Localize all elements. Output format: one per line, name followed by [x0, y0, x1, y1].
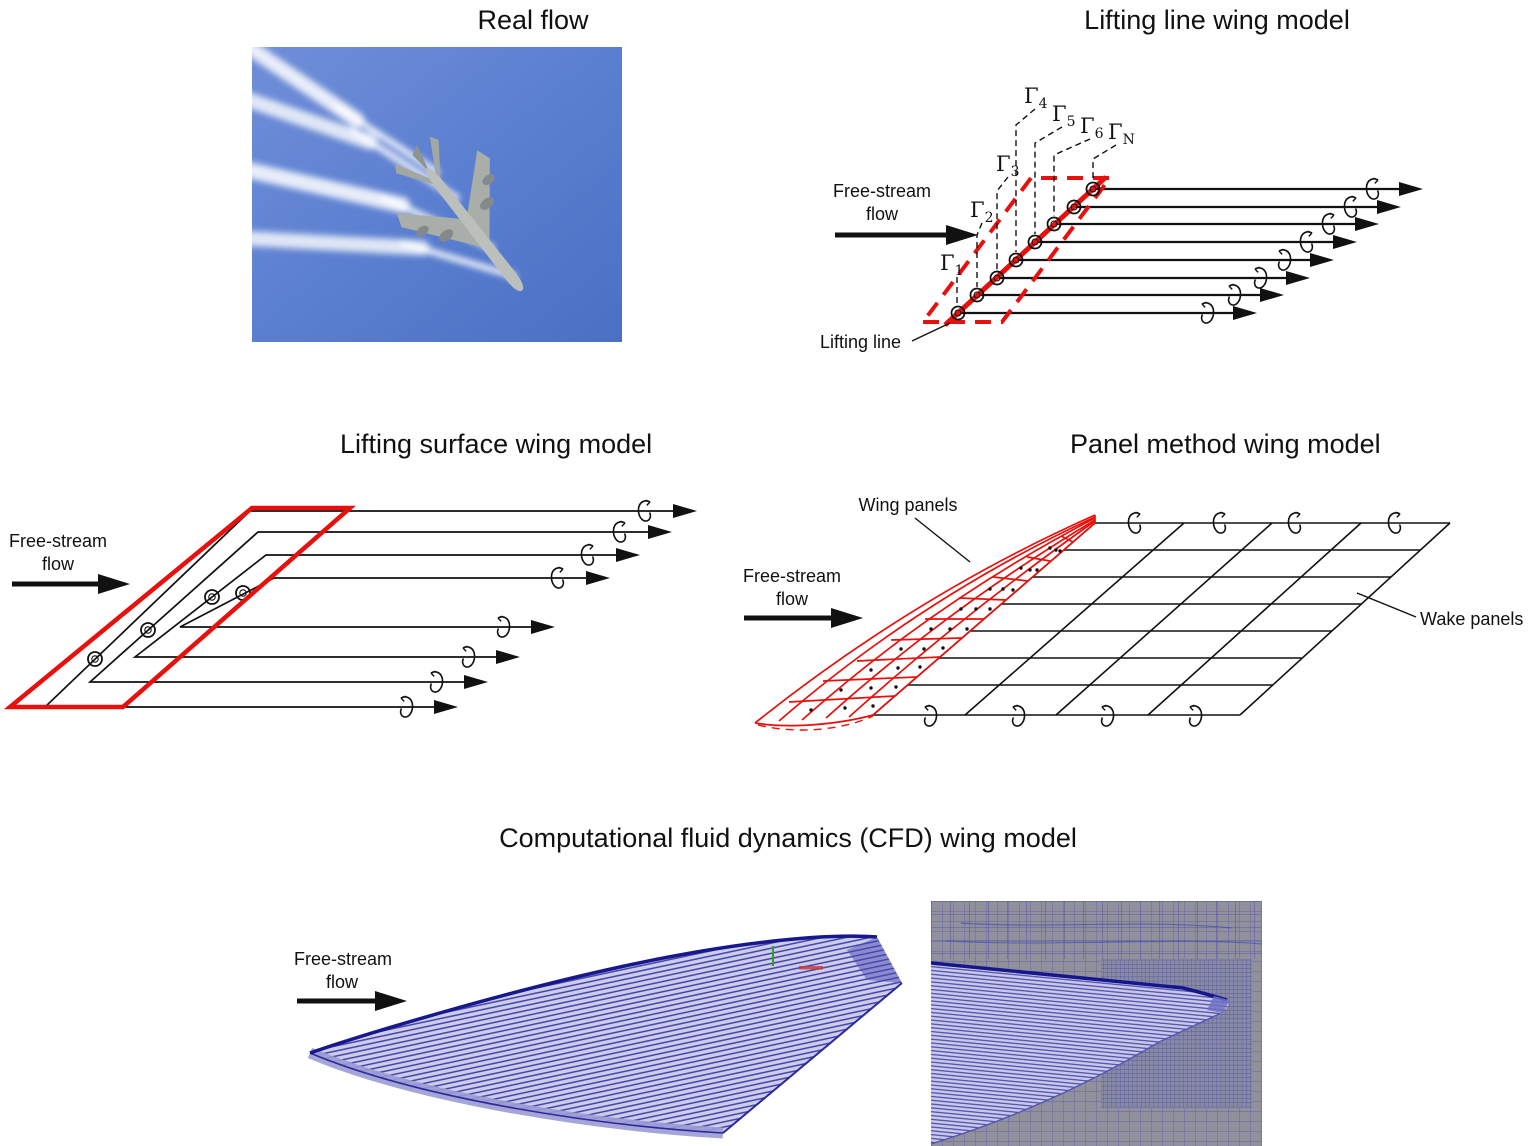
free-stream-label: Free-stream flow	[294, 949, 392, 992]
horseshoe-arrowheads	[434, 504, 697, 714]
free-stream-arrow-icon	[835, 225, 978, 245]
circulation-dashed-lines	[956, 108, 1117, 305]
svg-text:Free-stream: Free-stream	[743, 566, 841, 586]
real-flow-title: Real flow	[477, 5, 589, 35]
svg-text:Free-stream: Free-stream	[294, 949, 392, 969]
wing-panels-label: Wing panels	[858, 495, 971, 563]
svg-text:flow: flow	[326, 972, 359, 992]
svg-text:Γ5: Γ5	[1052, 102, 1076, 130]
trailing-vortex-arrowheads	[1233, 182, 1423, 320]
svg-text:Lifting line: Lifting line	[820, 332, 901, 352]
horseshoe-vortex-lines	[42, 510, 675, 708]
svg-text:Γ2: Γ2	[970, 198, 994, 226]
cfd-surface-mesh-image: Free-stream flow	[294, 934, 903, 1139]
lifting-surface-title: Lifting surface wing model	[340, 429, 653, 459]
wing-panel-mesh	[754, 514, 1096, 731]
airplane-photo-svg	[209, 21, 622, 342]
svg-text:Γ1: Γ1	[940, 251, 964, 279]
svg-text:flow: flow	[776, 589, 809, 609]
svg-text:Γ6: Γ6	[1080, 114, 1104, 142]
svg-text:Γ4: Γ4	[1024, 84, 1048, 112]
lifting-surface-diagram: Free-stream flow	[3, 499, 697, 718]
cfd-title: Computational fluid dynamics (CFD) wing …	[499, 823, 1077, 853]
airplane-silhouette	[395, 136, 524, 292]
streamline-curves	[945, 922, 1262, 945]
svg-text:Free-stream: Free-stream	[9, 531, 107, 551]
lifting-line-label: Lifting line	[820, 322, 951, 352]
free-stream-label: Free-stream flow	[9, 531, 107, 574]
collocation-points	[809, 546, 1062, 712]
free-stream-label: Free-stream flow	[833, 181, 931, 224]
free-stream-arrow-icon	[12, 574, 130, 594]
free-stream-label: Free-stream flow	[743, 566, 841, 609]
viewer-axis-marks	[772, 946, 823, 970]
free-stream-arrow-icon	[744, 608, 863, 628]
meshed-wing	[307, 934, 903, 1139]
lifting-line	[943, 175, 1108, 327]
vortex-spiral-icons	[923, 511, 1402, 727]
lifting-line-diagram: Free-stream flow	[820, 84, 1423, 352]
free-stream-arrow-icon	[297, 991, 407, 1011]
airplane-photo	[209, 21, 622, 342]
svg-text:flow: flow	[866, 204, 899, 224]
bound-vortex-points	[950, 181, 1101, 321]
trailing-vortex-lines	[958, 187, 1401, 315]
svg-text:Γ3: Γ3	[996, 152, 1020, 180]
svg-text:ΓN: ΓN	[1108, 120, 1135, 148]
svg-text:Free-stream: Free-stream	[833, 181, 931, 201]
wing-planform-outline	[919, 176, 1114, 324]
panel-method-title: Panel method wing model	[1070, 429, 1381, 459]
cfd-volume-mesh-image	[931, 901, 1262, 1146]
svg-text:flow: flow	[42, 554, 75, 574]
svg-text:Wake panels: Wake panels	[1420, 609, 1523, 629]
gamma-labels: Γ1 Γ2 Γ3 Γ4 Γ5 Γ6 ΓN	[940, 84, 1135, 279]
wake-panels-label: Wake panels	[1356, 592, 1523, 629]
svg-text:Wing panels: Wing panels	[858, 495, 957, 515]
vortex-spiral-icons	[1200, 177, 1380, 324]
meshed-wing-tip	[931, 961, 1229, 1145]
lifting-line-title: Lifting line wing model	[1084, 5, 1350, 35]
bound-vortex-points	[87, 585, 251, 667]
panel-method-diagram: Wing panels Free-stream flow	[743, 495, 1523, 731]
volume-grid-coarse-band	[931, 901, 1262, 959]
wing-planform-outline	[3, 505, 356, 710]
